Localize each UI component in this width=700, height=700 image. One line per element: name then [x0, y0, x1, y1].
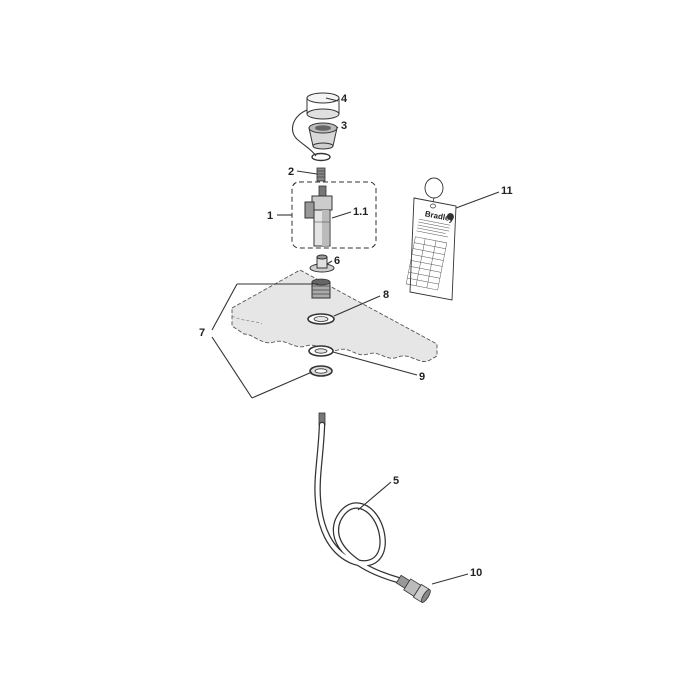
callout-9: 9 [419, 371, 425, 383]
leader-lines [211, 97, 500, 585]
callout-5: 5 [393, 475, 399, 487]
callout-6: 6 [334, 255, 340, 267]
part-2-fitting [316, 167, 326, 182]
callout-3: 3 [341, 120, 347, 132]
part-10-connector [395, 574, 431, 603]
callout-10: 10 [470, 567, 482, 579]
callout-2: 2 [288, 166, 294, 178]
threaded-shank [311, 278, 331, 299]
callout-11: 11 [501, 185, 513, 197]
callout-1: 1 [267, 210, 273, 222]
part-6-flange-nut [309, 254, 335, 273]
part-5-hose [314, 412, 402, 584]
part-4-cap [291, 92, 340, 157]
callout-1-1: 1.1 [353, 206, 368, 218]
part-1-1-valve [304, 185, 333, 247]
part-11-tag: Bradley [405, 177, 457, 301]
callout-7: 7 [199, 327, 205, 339]
part-3-sprayhead [308, 122, 338, 162]
part-7-9-washers [308, 345, 334, 377]
callout-labels: 4 3 2 1 1.1 6 8 7 9 5 10 11 [199, 93, 513, 579]
callout-4: 4 [341, 93, 348, 105]
part-8-washer [307, 313, 335, 325]
tag-logo [446, 213, 454, 221]
callout-8: 8 [383, 289, 389, 301]
